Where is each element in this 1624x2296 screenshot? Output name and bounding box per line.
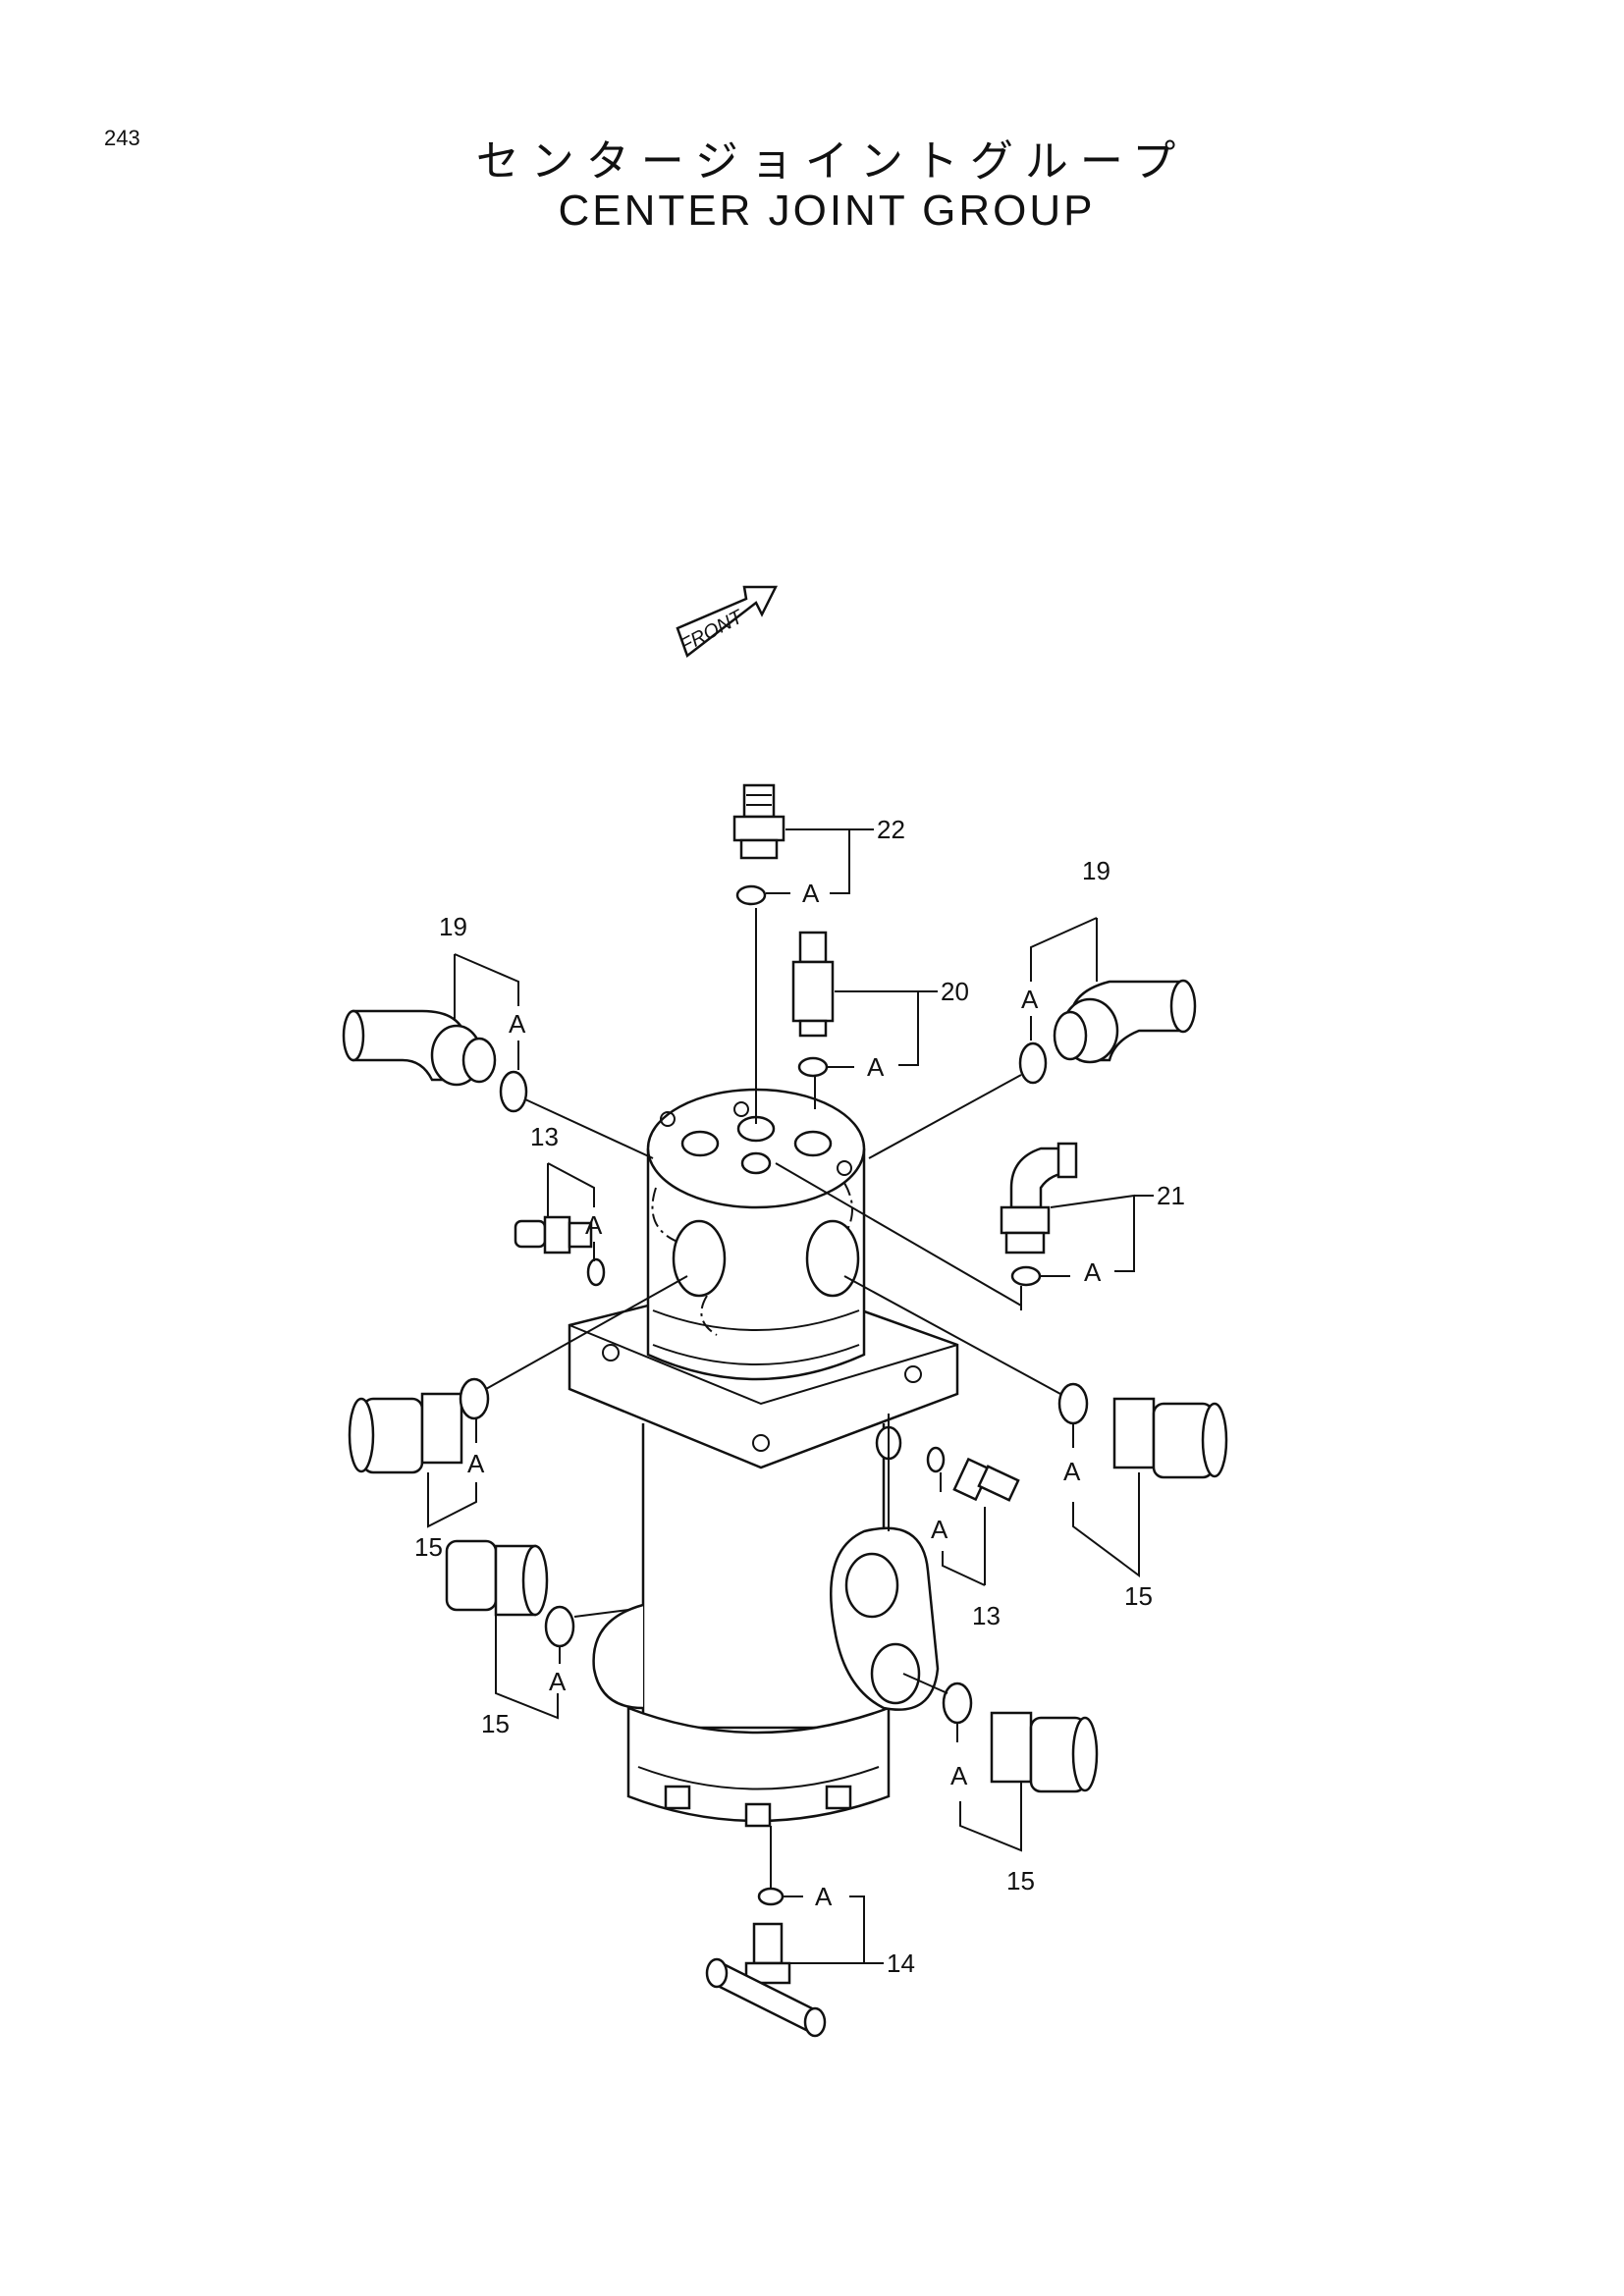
callout-15-right-lower-sub: A bbox=[950, 1761, 968, 1790]
alignment-lines bbox=[485, 908, 1061, 1889]
adapter-20-icon bbox=[791, 931, 835, 1038]
callout-20-sub: A bbox=[867, 1052, 885, 1082]
front-arrow-icon: FRONT bbox=[676, 585, 779, 659]
callout-21-number: 21 bbox=[1157, 1181, 1185, 1210]
callout-19-right-number: 19 bbox=[1082, 856, 1110, 885]
elbow-19-right-icon bbox=[1053, 979, 1197, 1064]
adapter-22-icon bbox=[732, 783, 785, 860]
callout-19-right-sub: A bbox=[1021, 985, 1039, 1014]
connector-15-left-upper-icon bbox=[348, 1392, 463, 1474]
callout-21-sub: A bbox=[1084, 1257, 1102, 1287]
callout-14-number: 14 bbox=[887, 1949, 915, 1978]
callout-20-number: 20 bbox=[941, 977, 969, 1006]
connector-15-right-upper-icon bbox=[1112, 1397, 1228, 1479]
callout-15-right-upper-sub: A bbox=[1063, 1457, 1081, 1486]
callout-22-sub: A bbox=[802, 879, 820, 908]
connector-15-right-lower-icon bbox=[990, 1711, 1099, 1793]
callout-15-right-upper-number: 15 bbox=[1124, 1581, 1153, 1611]
callout-13-left-number: 13 bbox=[530, 1122, 559, 1151]
callout-15-left-lower-sub: A bbox=[549, 1667, 567, 1696]
nipple-13-left-icon bbox=[514, 1215, 593, 1255]
callout-leaders bbox=[427, 828, 1154, 1964]
page-number: 243 bbox=[104, 126, 140, 150]
title-japanese: センタージョイントグループ bbox=[475, 136, 1188, 187]
elbow-21-icon bbox=[1000, 1142, 1078, 1255]
callout-13-right-number: 13 bbox=[972, 1601, 1001, 1630]
callout-19-left-sub: A bbox=[509, 1009, 526, 1039]
callout-14-sub: A bbox=[815, 1882, 833, 1911]
callout-15-left-upper-sub: A bbox=[467, 1449, 485, 1478]
callout-15-right-lower-number: 15 bbox=[1006, 1866, 1035, 1896]
callout-15-left-upper-number: 15 bbox=[414, 1532, 443, 1562]
callout-labels: 22 A 20 A 19 A 19 A 13 A 21 A 15 A 15 A … bbox=[414, 815, 1185, 1978]
center-joint-body bbox=[568, 1088, 959, 1828]
callout-13-right-sub: A bbox=[931, 1515, 948, 1544]
callout-15-left-lower-number: 15 bbox=[481, 1709, 510, 1738]
callout-22-number: 22 bbox=[877, 815, 905, 844]
connector-15-left-lower-icon bbox=[445, 1539, 549, 1617]
nipple-13-right-icon bbox=[952, 1457, 1020, 1502]
elbow-19-left-icon bbox=[342, 1009, 497, 1087]
callout-13-left-sub: A bbox=[585, 1210, 603, 1240]
title-english: CENTER JOINT GROUP bbox=[558, 187, 1096, 235]
callout-19-left-number: 19 bbox=[439, 912, 467, 941]
tee-14-icon bbox=[705, 1922, 827, 2038]
o-rings bbox=[459, 884, 1089, 1906]
